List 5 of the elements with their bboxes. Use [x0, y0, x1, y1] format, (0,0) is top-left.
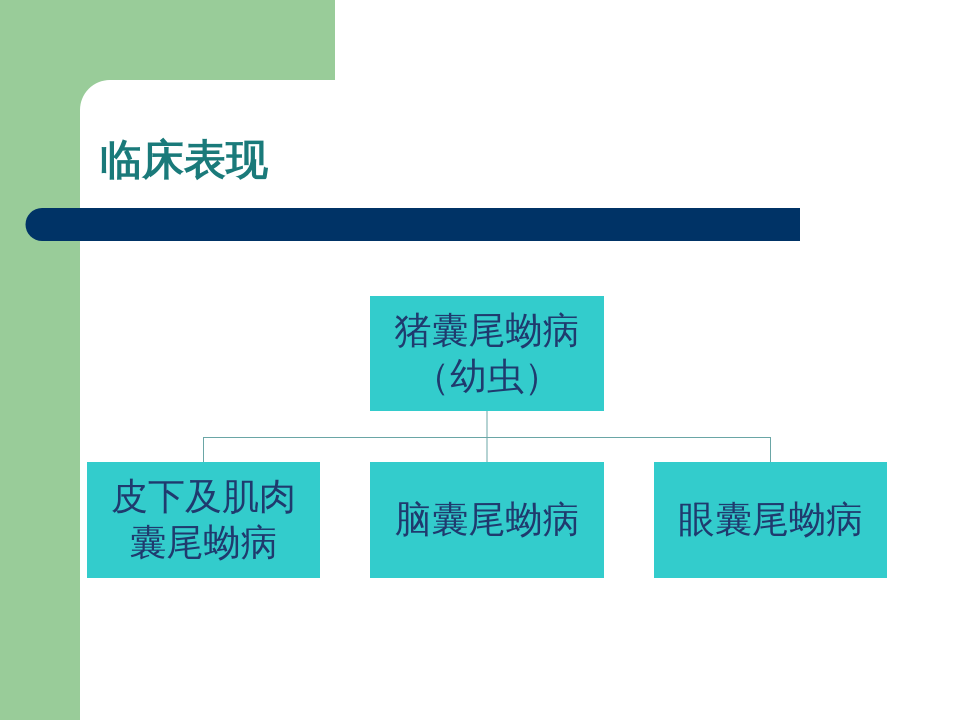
category-box: 猪囊尾蚴病（幼虫）	[370, 296, 604, 411]
category-box: 皮下及肌肉囊尾蚴病	[87, 462, 320, 578]
category-box: 脑囊尾蚴病	[370, 462, 604, 578]
category-box: 眼囊尾蚴病	[654, 462, 887, 578]
slide-title: 临床表现	[100, 134, 268, 186]
